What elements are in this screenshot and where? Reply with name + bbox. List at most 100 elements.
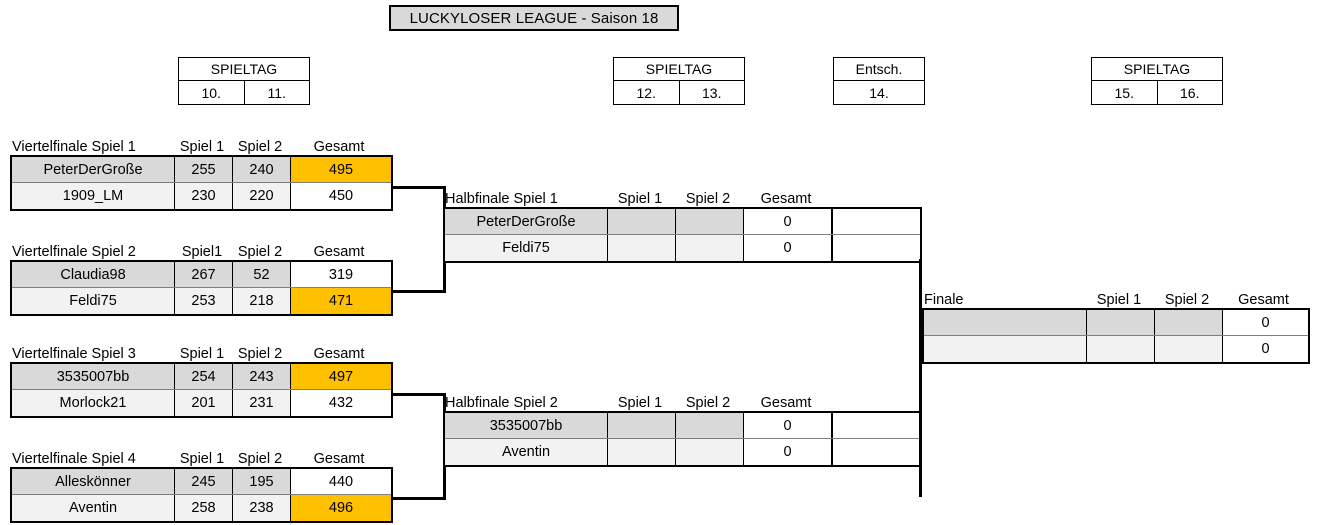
player-name: PeterDerGroße <box>12 157 175 182</box>
score-total: 497 <box>291 364 391 389</box>
matchday-number: 13. <box>678 81 745 104</box>
player-name <box>924 336 1087 362</box>
semifinal-2-grid: 3535007bb 0 Aventin 0 <box>443 411 922 467</box>
matchday-number: 10. <box>201 84 221 101</box>
score-total: 450 <box>291 183 391 209</box>
score-game1: 254 <box>175 364 233 389</box>
score-total: 0 <box>744 413 832 438</box>
column-header-game1: Spiel 1 <box>617 395 663 411</box>
quarterfinal-1-header: Viertelfinale Spiel 1 Spiel 1 Spiel 2 Ge… <box>10 134 393 155</box>
score-game1: 258 <box>175 495 233 521</box>
matchday-numbers: 15. 16. <box>1092 81 1222 104</box>
score-game1 <box>1087 336 1155 362</box>
column-header-total: Gesamt <box>313 346 365 362</box>
score-game1 <box>608 413 676 438</box>
player-name: 1909_LM <box>12 183 175 209</box>
column-header-game1: Spiel 1 <box>179 451 225 467</box>
score-total: 440 <box>291 469 391 494</box>
player-name: Morlock21 <box>12 390 175 416</box>
score-game2: 195 <box>233 469 291 494</box>
score-game2 <box>1155 336 1223 362</box>
column-header-game2: Spiel 2 <box>237 139 283 155</box>
quarterfinal-4-header: Viertelfinale Spiel 4 Spiel 1 Spiel 2 Ge… <box>10 446 393 467</box>
bracket-connector <box>393 186 446 189</box>
score-game2: 231 <box>233 390 291 416</box>
matchday-numbers: 14. <box>834 81 924 104</box>
column-header-game1: Spiel1 <box>181 244 223 260</box>
score-game1: 255 <box>175 157 233 182</box>
score-game1 <box>608 235 676 261</box>
quarterfinal-1-grid: PeterDerGroße 255 240 495 1909_LM 230 22… <box>10 155 393 211</box>
matchday-number: 15. <box>1114 84 1134 101</box>
table-row: Feldi75 0 <box>445 235 920 261</box>
score-game2: 218 <box>233 288 291 314</box>
matchday-box-1: SPIELTAG 10. 11. <box>178 57 310 105</box>
score-game2: 238 <box>233 495 291 521</box>
score-game1 <box>1087 310 1155 335</box>
tournament-title: LUCKYLOSER LEAGUE - Saison 18 <box>389 5 679 31</box>
score-total: 0 <box>1223 310 1308 335</box>
column-header-total: Gesamt <box>1238 292 1289 308</box>
table-row: Alleskönner 245 195 440 <box>12 469 391 495</box>
score-game2 <box>676 439 744 465</box>
semifinal-2-header: Halbfinale Spiel 2 Spiel 1 Spiel 2 Gesam… <box>443 390 922 411</box>
score-game1: 267 <box>175 262 233 287</box>
extra-cell <box>832 235 920 261</box>
match-title: Viertelfinale Spiel 1 <box>12 139 136 155</box>
match-title: Viertelfinale Spiel 2 <box>12 244 136 260</box>
table-row: 0 <box>924 310 1308 336</box>
player-name: Aventin <box>12 495 175 521</box>
quarterfinal-2-header: Viertelfinale Spiel 2 Spiel1 Spiel 2 Ges… <box>10 239 393 260</box>
table-row: Aventin 0 <box>445 439 920 465</box>
column-header-game1: Spiel 1 <box>617 191 663 207</box>
player-name: 3535007bb <box>12 364 175 389</box>
matchday-number: 16. <box>1156 81 1223 104</box>
column-header-total: Gesamt <box>760 191 812 207</box>
column-header-game2: Spiel 2 <box>237 451 283 467</box>
score-total: 0 <box>744 209 832 234</box>
matchday-label: SPIELTAG <box>614 58 744 81</box>
player-name <box>924 310 1087 335</box>
quarterfinal-3-grid: 3535007bb 254 243 497 Morlock21 201 231 … <box>10 362 393 418</box>
score-game2 <box>1155 310 1223 335</box>
score-total: 0 <box>744 439 832 465</box>
quarterfinal-match-3: Viertelfinale Spiel 3 Spiel 1 Spiel 2 Ge… <box>10 341 393 418</box>
player-name: 3535007bb <box>445 413 608 438</box>
final-match: Finale Spiel 1 Spiel 2 Gesamt 0 0 <box>922 287 1310 364</box>
bracket-connector <box>393 290 446 293</box>
final-grid: 0 0 <box>922 308 1310 364</box>
score-game2 <box>676 413 744 438</box>
score-game1: 245 <box>175 469 233 494</box>
player-name: PeterDerGroße <box>445 209 608 234</box>
table-row: Feldi75 253 218 471 <box>12 288 391 314</box>
matchday-box-3: SPIELTAG 15. 16. <box>1091 57 1223 105</box>
match-title: Viertelfinale Spiel 4 <box>12 451 136 467</box>
column-header-total: Gesamt <box>313 244 365 260</box>
column-header-game2: Spiel 2 <box>685 191 731 207</box>
player-name: Claudia98 <box>12 262 175 287</box>
score-game2 <box>676 209 744 234</box>
table-row: PeterDerGroße 255 240 495 <box>12 157 391 183</box>
player-name: Feldi75 <box>12 288 175 314</box>
column-header-game2: Spiel 2 <box>685 395 731 411</box>
bracket-connector <box>393 497 446 500</box>
quarterfinal-match-4: Viertelfinale Spiel 4 Spiel 1 Spiel 2 Ge… <box>10 446 393 523</box>
column-header-total: Gesamt <box>313 139 365 155</box>
bracket-connector <box>919 259 922 497</box>
match-title: Viertelfinale Spiel 3 <box>12 346 136 362</box>
matchday-numbers: 12. 13. <box>614 81 744 104</box>
extra-cell <box>832 209 920 234</box>
column-header-total: Gesamt <box>760 395 812 411</box>
extra-cell <box>832 413 920 438</box>
match-title: Halbfinale Spiel 2 <box>445 395 558 411</box>
matchday-box-2: SPIELTAG 12. 13. <box>613 57 745 105</box>
score-game2: 52 <box>233 262 291 287</box>
column-header-game1: Spiel 1 <box>179 346 225 362</box>
score-total: 432 <box>291 390 391 416</box>
score-game2: 243 <box>233 364 291 389</box>
semifinal-match-1: Halbfinale Spiel 1 Spiel 1 Spiel 2 Gesam… <box>443 186 922 263</box>
column-header-game2: Spiel 2 <box>1164 292 1210 308</box>
score-game1 <box>608 209 676 234</box>
matchday-numbers: 10. 11. <box>179 81 309 104</box>
column-header-game2: Spiel 2 <box>237 346 283 362</box>
